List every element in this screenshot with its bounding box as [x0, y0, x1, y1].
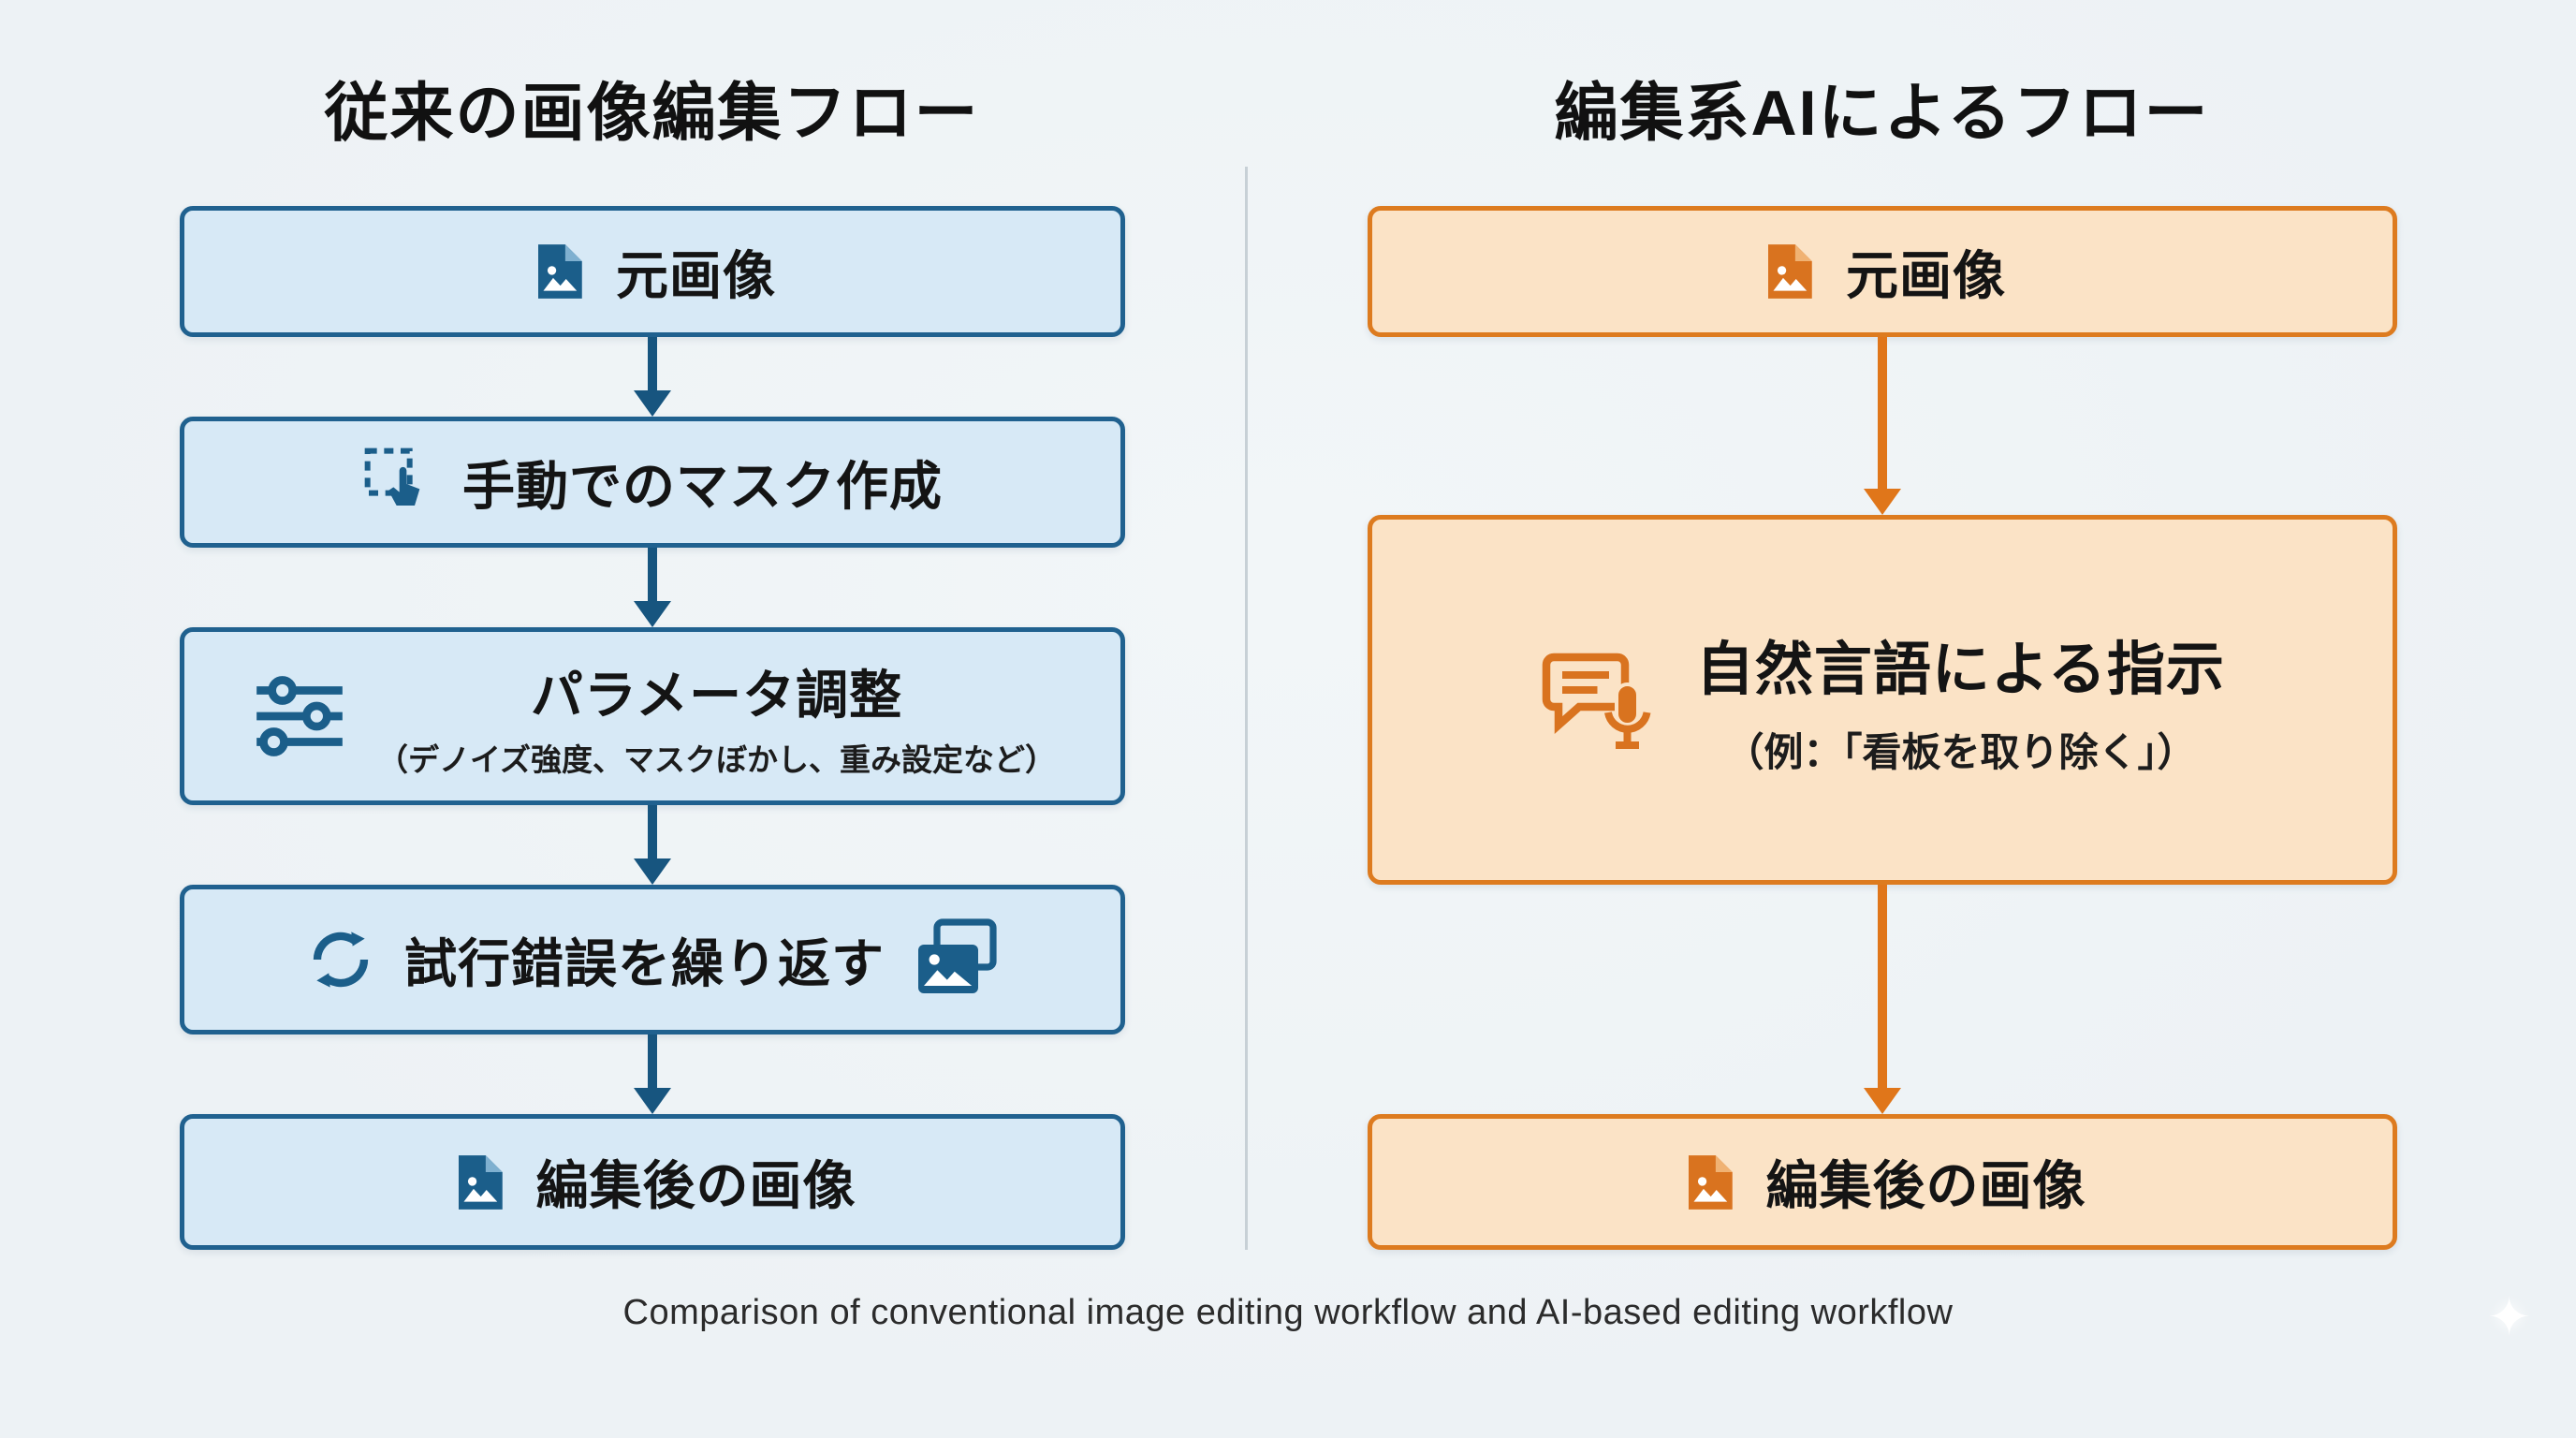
diagram-caption: Comparison of conventional image editing…: [622, 1293, 1954, 1332]
refresh-icon: [303, 922, 378, 997]
step-text: 自然言語による指示 （例：「看板を取り除く」）: [1696, 622, 2225, 778]
flow-arrow: [180, 805, 1125, 885]
step-text: パラメータ調整 （デノイズ強度、マスクぼかし、重み設定など）: [377, 653, 1056, 780]
step-parameter-tuning: パラメータ調整 （デノイズ強度、マスクぼかし、重み設定など）: [179, 627, 1125, 805]
step-label: 元画像: [1846, 245, 2006, 305]
flow-arrow: [180, 1034, 1125, 1114]
step-edited-image: 編集後の画像: [1367, 1114, 2397, 1250]
image-file-icon: [1758, 241, 1820, 302]
speech-mic-icon: [1539, 644, 1651, 756]
sliders-icon: [248, 665, 351, 768]
step-label: 試行錯誤を繰り返す: [404, 933, 885, 993]
step-manual-mask: 手動でのマスク作成: [179, 417, 1125, 548]
ai-flow-title: 編集系AIによるフロー: [1554, 77, 2210, 149]
step-label: 自然言語による指示: [1695, 638, 2226, 702]
flow-arrow: [1368, 885, 2397, 1114]
column-divider: [1244, 167, 1248, 1250]
diagram-columns: 従来の画像編集フロー 元画像: [0, 26, 2576, 1250]
step-label: 編集後の画像: [1765, 1156, 2086, 1215]
step-original-image: 元画像: [179, 206, 1125, 337]
flow-arrow: [180, 548, 1125, 627]
stacked-images-icon: [911, 915, 1001, 1005]
step-original-image: 元画像: [1367, 206, 2397, 337]
step-natural-language-instruction: 自然言語による指示 （例：「看板を取り除く」）: [1367, 515, 2397, 885]
image-file-icon: [1678, 1152, 1740, 1213]
step-sublabel: （デノイズ強度、マスクぼかし、重み設定など）: [376, 741, 1056, 777]
flow-arrow: [1368, 337, 2397, 515]
step-label: 編集後の画像: [535, 1156, 856, 1215]
mask-selection-icon: [361, 445, 436, 520]
step-label: 元画像: [616, 245, 776, 305]
image-file-icon: [528, 241, 590, 302]
step-trial-and-error: 試行錯誤を繰り返す: [179, 885, 1125, 1034]
sparkle-icon: ✦: [2487, 1287, 2531, 1346]
step-edited-image: 編集後の画像: [179, 1114, 1125, 1250]
ai-flow-column: 編集系AIによるフロー 元画像: [1367, 26, 2397, 1250]
conventional-flow-column: 従来の画像編集フロー 元画像: [179, 26, 1125, 1250]
flow-arrow: [180, 337, 1125, 417]
conventional-flow-title: 従来の画像編集フロー: [324, 77, 980, 149]
step-sublabel: （例：「看板を取り除く」）: [1724, 730, 2197, 774]
step-label: パラメータ調整: [530, 665, 903, 725]
image-file-icon: [448, 1152, 510, 1213]
step-label: 手動でのマスク作成: [462, 456, 943, 516]
